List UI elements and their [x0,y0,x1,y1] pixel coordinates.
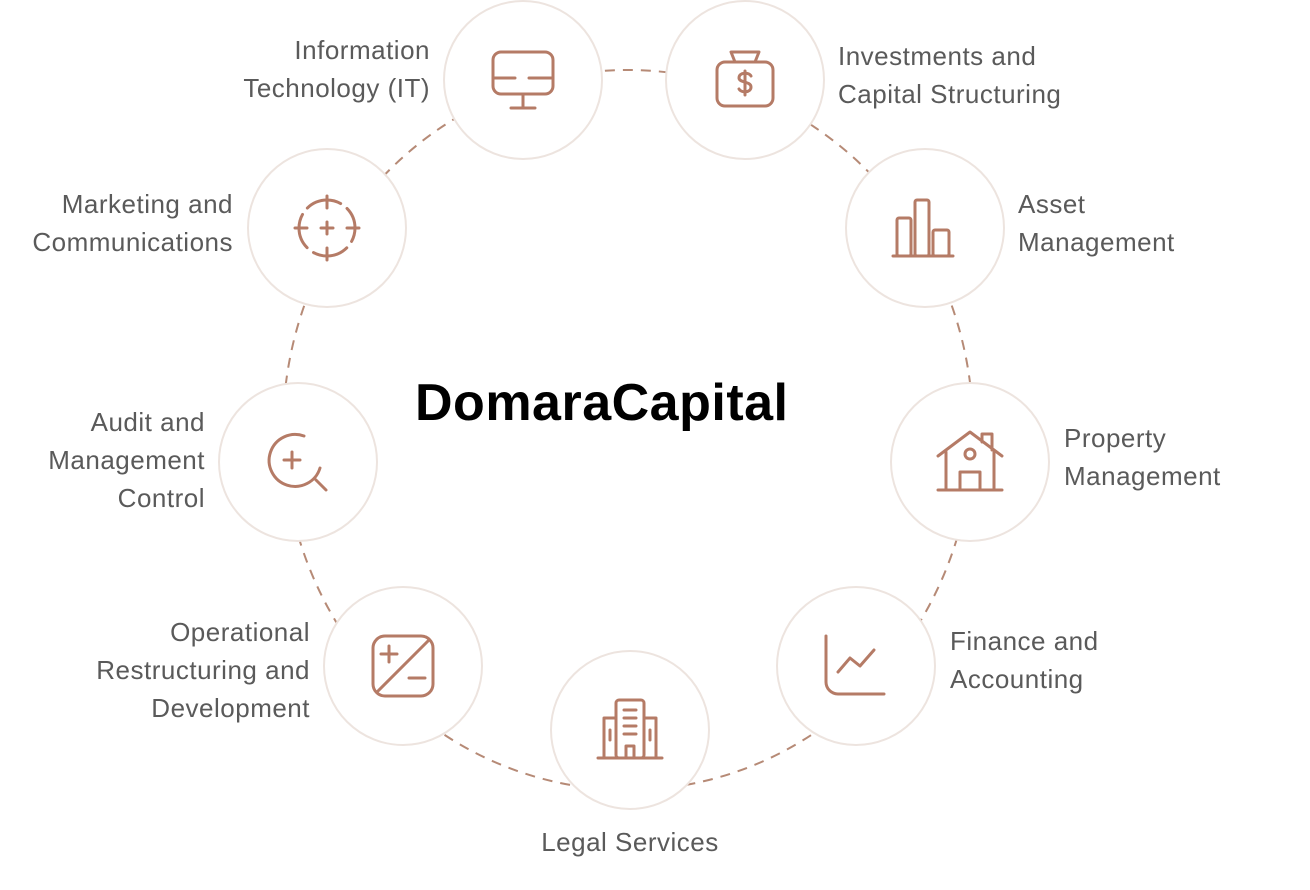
node-operational-restructuring [323,586,483,746]
node-property-management [890,382,1050,542]
label-finance-accounting: Finance and Accounting [950,626,1099,694]
label-operational-restructuring: Operational Restructuring and Developmen… [96,617,310,723]
label-audit-control: Audit and Management Control [48,407,205,513]
node-asset-management [845,148,1005,308]
target-icon [293,194,361,262]
node-audit-control [218,382,378,542]
node-legal-services [550,650,710,810]
label-property-management: Property Management [1064,423,1221,491]
brand-title: DomaraCapital [415,374,789,432]
building-icon [596,698,664,760]
house-icon [936,430,1004,492]
bar-chart-icon [891,198,955,258]
money-bag-icon [715,50,775,108]
monitor-icon [491,50,555,110]
plus-minus-icon [371,634,435,698]
zoom-in-icon [267,432,328,492]
node-investments [665,0,825,160]
label-marketing-communications: Marketing and Communications [32,189,233,257]
line-chart-icon [824,634,886,696]
label-asset-management: Asset Management [1018,189,1175,257]
label-legal-services: Legal Services [541,827,719,857]
node-finance-accounting [776,586,936,746]
node-information-technology [443,0,603,160]
label-investments: Investments and Capital Structuring [838,41,1062,109]
label-information-technology: Information Technology (IT) [243,35,430,103]
node-marketing-communications [247,148,407,308]
